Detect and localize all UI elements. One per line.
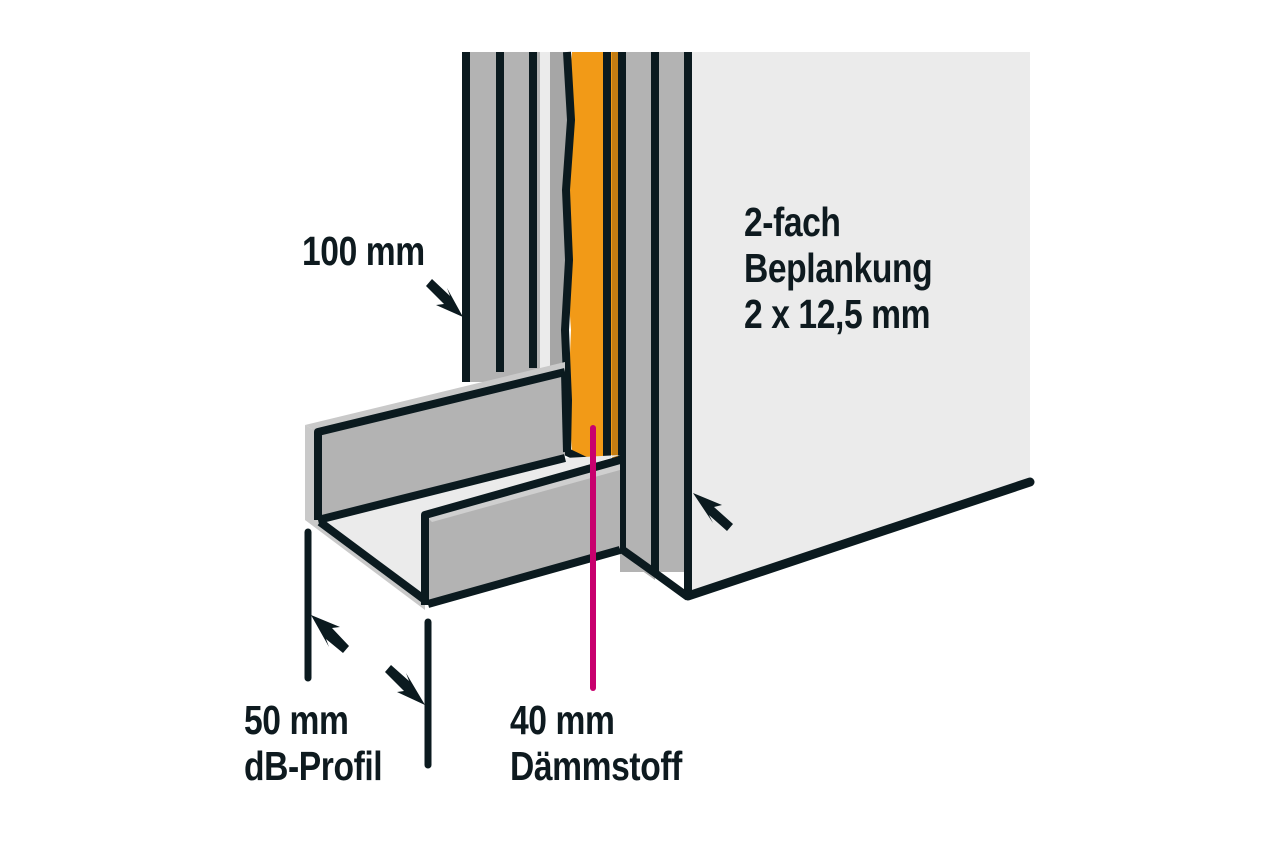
label-insulation: 40 mm Dämmstoff: [510, 697, 682, 789]
label-insulation-line2: Dämmstoff: [510, 743, 682, 789]
label-boarding-line2: Beplankung: [744, 245, 933, 291]
profile-dimension-lines: [304, 528, 432, 769]
label-profile-line2: dB-Profil: [244, 743, 383, 789]
arrow-icon-profile-left: [311, 615, 349, 653]
label-stud-depth: 100 mm: [302, 228, 425, 274]
label-insulation-line1: 40 mm: [510, 697, 615, 743]
arrow-icon-stud: [426, 279, 463, 317]
stud-layers: [462, 51, 692, 601]
insulation-layer: [566, 52, 612, 462]
label-boarding-line1: 2-fach: [744, 199, 841, 245]
label-boarding-line3: 2 x 12,5 mm: [744, 291, 931, 337]
label-stud-depth-value: 100 mm: [302, 228, 425, 274]
label-profile: 50 mm dB-Profil: [244, 697, 383, 789]
arrow-icon-boarding: [693, 493, 733, 531]
boarding-panel: [683, 52, 1035, 601]
label-boarding: 2-fach Beplankung 2 x 12,5 mm: [744, 199, 933, 337]
label-profile-line1: 50 mm: [244, 697, 349, 743]
arrow-icon-profile-right: [385, 665, 425, 705]
db-profile: [305, 362, 622, 610]
